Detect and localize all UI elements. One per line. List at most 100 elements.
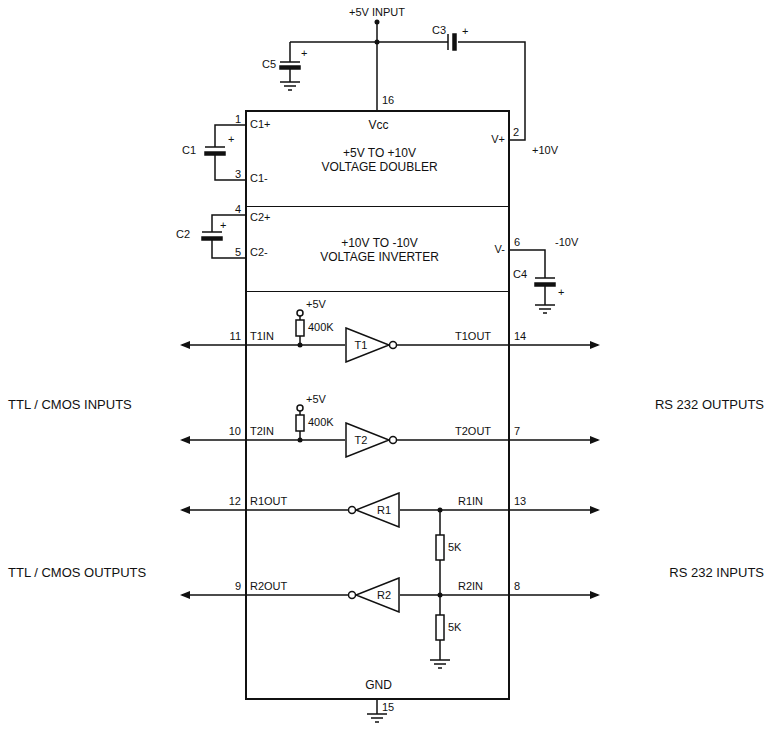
ground-symbol (430, 660, 450, 668)
arrowhead (590, 591, 600, 599)
capacitor-plate (205, 152, 225, 155)
arrowhead (180, 591, 190, 599)
capacitor-plate (535, 283, 555, 286)
ground-symbol (280, 82, 300, 90)
resistor-wire (439, 595, 441, 660)
signal-group-label: RS 232 INPUTS (669, 566, 764, 579)
pin-label: 3 (235, 168, 241, 181)
inverter-symbol (348, 577, 400, 613)
section-title: +5V TO +10V VOLTAGE DOUBLER (318, 146, 442, 174)
arrowhead (180, 506, 190, 514)
pin-label: +10V (532, 144, 558, 157)
pin-label: C1- (250, 172, 268, 185)
transmitter-gate: T1 (345, 327, 397, 363)
pin-label: R2OUT (250, 580, 287, 593)
arrowhead (590, 506, 600, 514)
pin-label: C4 (513, 268, 527, 281)
ic-package: VccGND +5V TO +10V VOLTAGE DOUBLER +10V TO… (245, 110, 510, 700)
supply-terminal (297, 405, 303, 411)
pin-label: C5 (262, 58, 276, 71)
gate-name: T1 (355, 338, 368, 352)
pin-label: T1IN (250, 330, 274, 343)
junction-dot (438, 593, 443, 598)
pin-label: V- (495, 243, 505, 256)
resistor-wire (439, 510, 441, 595)
pin-label: C2+ (250, 211, 271, 224)
pin-label: 7 (514, 425, 520, 438)
pin-label: T2OUT (455, 425, 491, 438)
gate-name: R1 (377, 503, 391, 517)
pin-label: 9 (235, 580, 241, 593)
gate-outline (356, 578, 399, 612)
pin-name: Vcc (368, 118, 388, 132)
vcc-wire (376, 22, 378, 110)
doubler-section: +5V TO +10V VOLTAGE DOUBLER (247, 112, 508, 207)
pin-label: 1 (235, 113, 241, 126)
transmitter-gate: T2 (345, 422, 397, 458)
pin-label: C1 (182, 144, 196, 157)
pin-label: 5K (448, 541, 461, 554)
pin-label: 6 (514, 236, 520, 249)
capacitor-plate (202, 237, 222, 240)
gate-outline (349, 507, 356, 514)
gate-name: T2 (355, 433, 368, 447)
pin-label: + (462, 25, 468, 38)
inverter-symbol (345, 422, 397, 458)
junction-dot (375, 20, 380, 25)
pin-label: 15 (382, 701, 394, 714)
resistor-symbol (436, 615, 444, 640)
gate-outline (390, 342, 397, 349)
pin-label: C1+ (250, 118, 271, 131)
pin-label: +5V (306, 298, 326, 311)
pin-label: V+ (491, 133, 505, 146)
section-title: +10V TO -10V VOLTAGE INVERTER (318, 236, 442, 264)
gate-outline (349, 592, 356, 599)
capacitor-c5 (280, 42, 300, 82)
pin-label: 400K (308, 321, 334, 334)
gate-outline (346, 423, 389, 457)
gate-name: R2 (377, 588, 391, 602)
capacitor-plate (280, 66, 300, 69)
pin-label: 14 (514, 330, 526, 343)
resistor-symbol (296, 415, 304, 431)
pin-label: T1OUT (455, 330, 491, 343)
capacitor-c4 (510, 250, 555, 305)
receiver-gate: R1 (348, 492, 400, 528)
junction-dot (438, 508, 443, 513)
capacitor-plate (453, 34, 456, 50)
capacitor-c2 (202, 215, 245, 258)
pin-label: +5V INPUT (349, 6, 405, 19)
inverter-symbol (348, 492, 400, 528)
junction-dot (298, 438, 303, 443)
junction-dot (375, 40, 380, 45)
inverter-symbol (345, 327, 397, 363)
pin-label: C3 (432, 24, 446, 37)
ground-symbol (535, 305, 555, 313)
signal-group-label: RS 232 OUTPUTS (655, 398, 764, 411)
pin-label: C2 (176, 228, 190, 241)
pin-label: 11 (230, 330, 241, 343)
pin-label: R1OUT (250, 495, 287, 508)
pin-label: 5 (235, 246, 241, 259)
signal-group-label: TTL / CMOS OUTPUTS (8, 566, 146, 579)
pin-label: 10 (229, 425, 241, 438)
pin-label: 2 (513, 126, 519, 139)
inverter-section: +10V TO -10V VOLTAGE INVERTER (247, 207, 508, 292)
pin-label: 5K (448, 621, 461, 634)
capacitor-c3 (448, 34, 525, 140)
pin-label: 12 (229, 495, 241, 508)
pin-label: T2IN (250, 425, 274, 438)
pin-label: -10V (555, 236, 578, 249)
arrowhead (590, 436, 600, 444)
pin-label: 13 (514, 495, 526, 508)
pin-label: R1IN (458, 495, 483, 508)
pin-label: 16 (382, 94, 394, 107)
pin-label: 400K (308, 416, 334, 429)
pin-name: GND (365, 678, 392, 692)
pin-label: + (220, 219, 226, 232)
pin-label: +5V (306, 393, 326, 406)
pin-label: R2IN (458, 580, 483, 593)
gate-outline (356, 493, 399, 527)
resistor-symbol (436, 535, 444, 560)
receiver-gate: R2 (348, 577, 400, 613)
